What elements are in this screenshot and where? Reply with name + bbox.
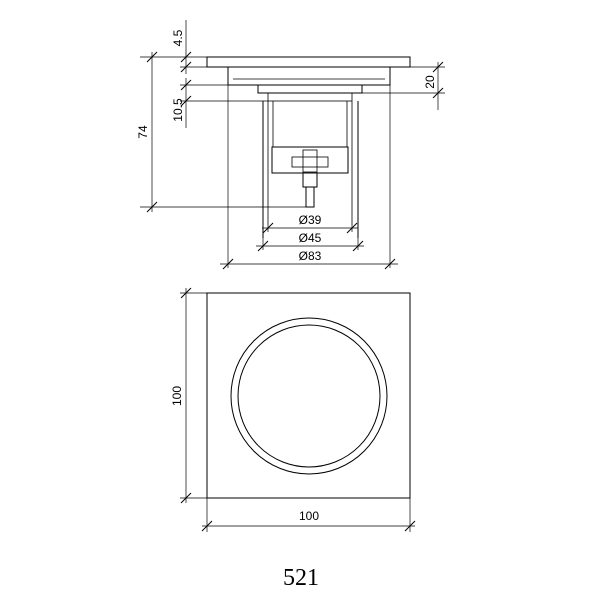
dim-outer-diameter: Ø83 — [220, 249, 398, 270]
grate-inner-ring — [237, 324, 381, 468]
dim-top-width-label: 100 — [299, 509, 319, 523]
top-view: 100 100 — [170, 287, 416, 532]
seal-ring — [267, 92, 353, 102]
dim-flange-thickness-label: 4.5 — [171, 29, 185, 46]
dim-mid-diameter-label: Ø45 — [299, 231, 322, 245]
side-view: 4.5 10.5 74 20 — [136, 20, 445, 270]
valve-box — [271, 146, 349, 174]
dim-total-height-label: 74 — [136, 125, 150, 139]
valve-stem-upper — [302, 172, 318, 188]
dim-inner-diameter: Ø39 — [262, 213, 358, 234]
dim-top-height: 100 — [170, 287, 207, 504]
dim-top-height-label: 100 — [170, 386, 184, 406]
grate-square — [206, 292, 411, 499]
dim-body-height-label: 20 — [423, 75, 437, 89]
valve-core — [302, 149, 318, 173]
flange-plate — [206, 56, 411, 68]
dim-mid-diameter: Ø45 — [256, 231, 364, 252]
dim-outer-diameter-label: Ø83 — [299, 249, 322, 263]
grate-body — [227, 66, 391, 86]
dim-seal-height: 10.5 — [171, 78, 268, 128]
grate-outer-ring — [230, 317, 388, 475]
valve-stem-lower — [305, 186, 315, 208]
valve-plate — [291, 156, 329, 168]
dim-seal-height-label: 10.5 — [171, 98, 185, 122]
dim-body-height: 20 — [362, 61, 445, 110]
model-number: 521 — [283, 565, 319, 591]
seal-collar — [257, 84, 363, 94]
dim-inner-diameter-label: Ø39 — [299, 213, 322, 227]
dim-flange-thickness: 4.5 — [171, 20, 207, 74]
dim-total-height: 74 — [136, 51, 306, 213]
dim-top-width: 100 — [201, 498, 416, 532]
